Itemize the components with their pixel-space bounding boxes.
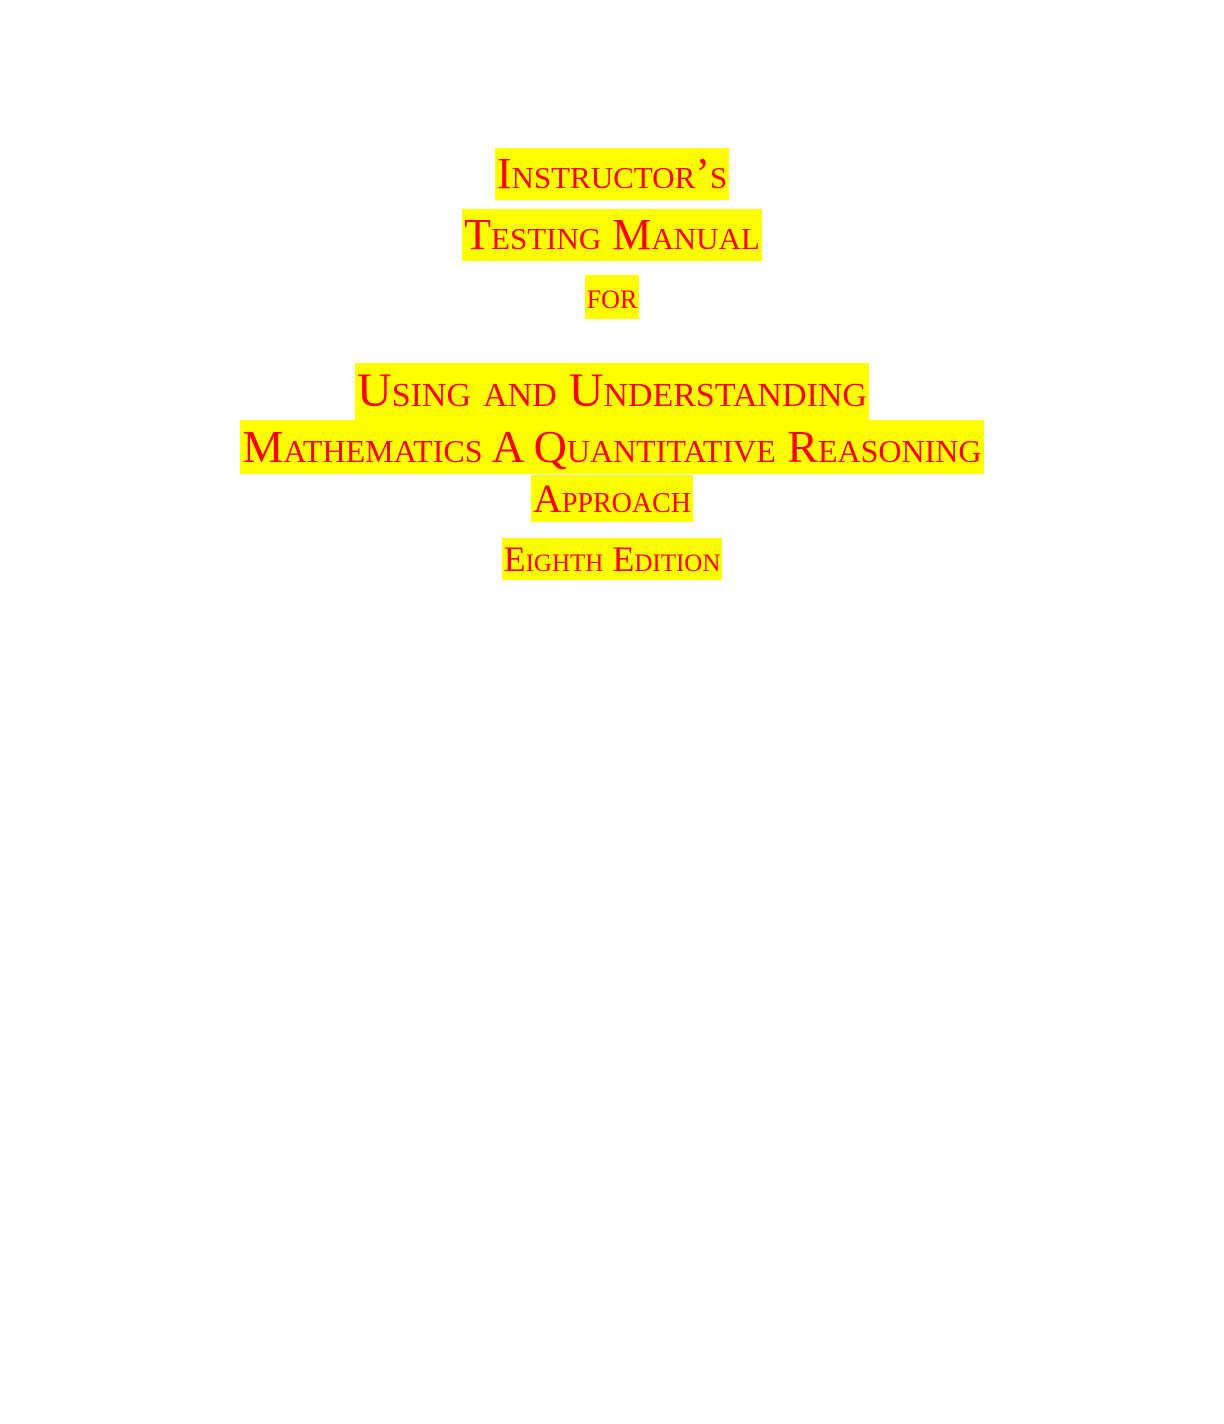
book-title-line-3: Approach (0, 475, 1224, 523)
book-title-using-understanding: Using and Understanding (355, 363, 869, 420)
manual-title-line-1: Instructor’s (0, 148, 1224, 200)
manual-title-instructors: Instructor’s (494, 148, 730, 200)
edition-label: Eighth Edition (501, 538, 723, 581)
book-title-mathematics: Mathematics A Quantitative Reasoning (240, 420, 984, 475)
manual-title-line-2: Testing Manual (0, 209, 1224, 261)
book-title-line-2: Mathematics A Quantitative Reasoning (0, 420, 1224, 475)
manual-title-testing-manual: Testing Manual (462, 209, 762, 261)
manual-title-for: for (584, 275, 640, 319)
book-title-line-1: Using and Understanding (0, 363, 1224, 420)
edition-line: Eighth Edition (0, 538, 1224, 581)
manual-title-line-3: for (0, 275, 1224, 319)
book-title-approach: Approach (530, 475, 694, 523)
